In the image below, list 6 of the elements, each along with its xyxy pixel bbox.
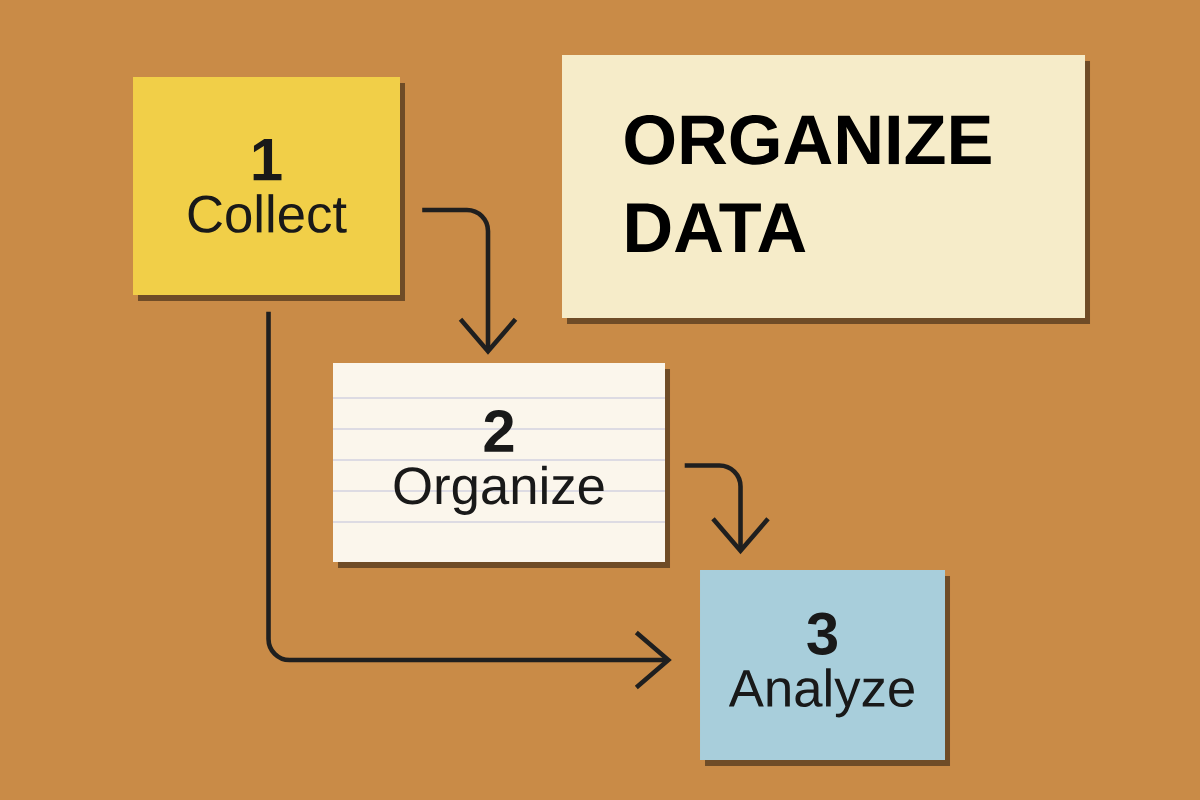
index-card: 1 Collect [133,77,405,301]
arrow [422,207,518,355]
arrow [266,311,672,690]
title-card: ORGANIZE DATA [562,55,1090,324]
index-card: 3 Analyze [700,570,950,766]
index-card: 2 Organize [332,363,670,568]
